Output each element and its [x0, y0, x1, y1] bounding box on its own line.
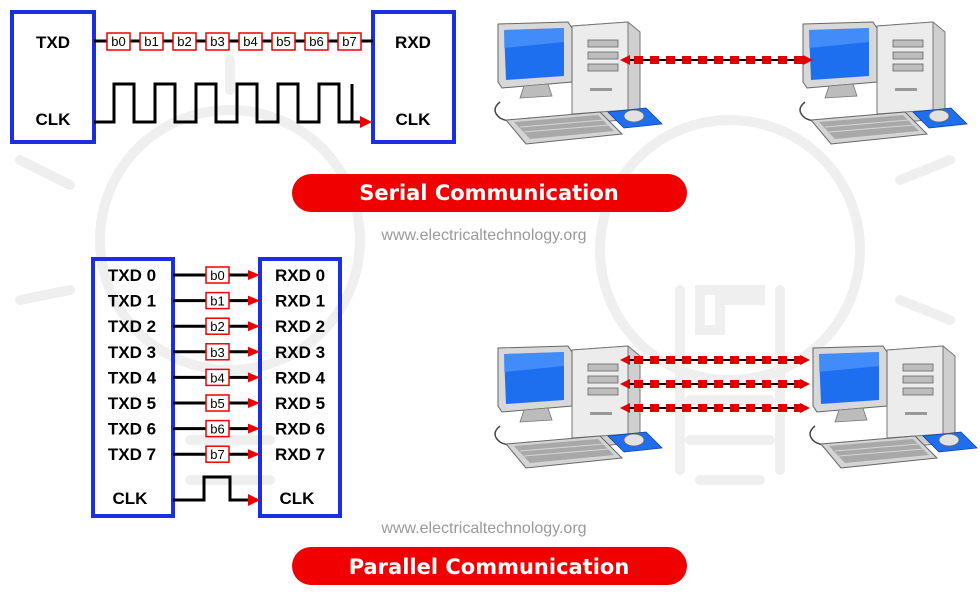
parallel-line-arrow: [248, 398, 260, 408]
serial-rx-box: [371, 10, 456, 144]
parallel-rx-label: RXD 0: [275, 266, 325, 285]
parallel-link-line: [620, 403, 810, 413]
serial-sender-computer-icon: [494, 21, 663, 145]
parallel-tx-label: TXD 0: [108, 266, 156, 285]
parallel-rx-box: [258, 257, 342, 518]
parallel-line-arrow: [248, 321, 260, 332]
parallel-line-arrow: [248, 423, 260, 434]
parallel-tx-label: TXD 6: [108, 420, 156, 439]
serial-bit-box: [139, 32, 164, 51]
parallel-tx-label: TXD 1: [108, 292, 156, 311]
parallel-rx-label: RXD 1: [275, 292, 325, 311]
serial-bit-box: [172, 32, 197, 51]
parallel-title-banner: [292, 547, 687, 585]
parallel-rx-label: RXD 7: [275, 445, 325, 464]
serial-title-banner: [292, 174, 687, 212]
parallel-rx-label: RXD 2: [275, 317, 325, 336]
parallel-bit-box: [205, 368, 230, 387]
serial-bit-label: b4: [243, 34, 257, 49]
serial-bit-box: [106, 32, 131, 51]
link-arrow-right: [800, 403, 810, 413]
parallel-link-line: [620, 379, 810, 389]
link-arrow-left: [620, 403, 630, 413]
parallel-bit-box: [205, 291, 230, 310]
parallel-bit-label: b6: [210, 422, 224, 437]
lightbulb-watermark-icon: [15, 55, 955, 485]
parallel-tx-label: TXD 2: [108, 317, 156, 336]
serial-bit-label: b0: [111, 34, 125, 49]
serial-bit-label: b6: [309, 34, 323, 49]
parallel-link-line: [620, 355, 810, 365]
parallel-bit-box: [205, 419, 230, 438]
parallel-tx-label: TXD 3: [108, 343, 156, 362]
parallel-title: Parallel Communication: [349, 555, 630, 579]
watermark-bottom: www.electricaltechnology.org: [380, 520, 586, 537]
parallel-bit-label: b5: [210, 396, 224, 411]
serial-bit-label: b2: [177, 34, 191, 49]
parallel-line-arrow: [248, 270, 260, 280]
parallel-rx-label: RXD 6: [275, 420, 325, 439]
serial-bit-label: b3: [210, 34, 224, 49]
link-arrow-left: [620, 55, 630, 65]
parallel-receiver-computer-icon: [809, 345, 978, 469]
serial-clock-waveform: [94, 82, 366, 124]
parallel-bit-box: [205, 317, 230, 335]
serial-rx-clk-label: CLK: [396, 110, 432, 129]
parallel-tx-label: TXD 4: [108, 368, 157, 387]
parallel-line-arrow: [248, 346, 260, 357]
parallel-bit-label: b1: [210, 294, 224, 309]
serial-txd-label: TXD: [36, 33, 70, 52]
link-arrow-right: [803, 55, 813, 65]
parallel-bit-label: b4: [210, 370, 224, 385]
serial-rxd-label: RXD: [395, 33, 431, 52]
serial-link: [620, 55, 813, 65]
parallel-rx-label: RXD 5: [275, 394, 325, 413]
parallel-rx-label: RXD 4: [275, 368, 326, 387]
parallel-tx-label: TXD 7: [108, 445, 156, 464]
serial-bit-box: [238, 32, 263, 51]
watermark-top: www.electricaltechnology.org: [380, 227, 586, 244]
link-arrow-right: [800, 379, 810, 389]
parallel-bit-label: b2: [210, 319, 224, 334]
serial-clock-arrow: [360, 116, 372, 128]
parallel-tx-box: [91, 257, 175, 518]
link-arrow-right: [800, 355, 810, 365]
serial-bit-box: [271, 32, 296, 51]
serial-bit-box: [205, 32, 230, 51]
serial-bit-label: b1: [144, 34, 158, 49]
serial-tx-clk-label: CLK: [36, 110, 72, 129]
serial-bit-label: b5: [276, 34, 290, 49]
serial-bit-box: [337, 32, 362, 51]
serial-tx-box: [10, 10, 96, 144]
parallel-rx-clk-label: CLK: [280, 489, 316, 508]
serial-receiver-computer-icon: [799, 21, 968, 145]
parallel-bit-box: [205, 266, 230, 284]
serial-bit-label: b7: [342, 34, 356, 49]
parallel-bit-label: b7: [210, 447, 224, 462]
parallel-bit-box: [205, 394, 230, 412]
parallel-tx-clk-label: CLK: [113, 489, 149, 508]
serial-bit-box: [304, 32, 329, 51]
link-arrow-left: [620, 379, 630, 389]
serial-title: Serial Communication: [359, 181, 619, 205]
parallel-line-arrow: [248, 449, 260, 460]
parallel-links: [620, 355, 810, 413]
parallel-bit-box: [205, 445, 230, 463]
link-arrow-left: [620, 355, 630, 365]
parallel-clock-pulse: [173, 475, 252, 502]
parallel-line-arrow: [248, 295, 260, 306]
parallel-bit-label: b0: [210, 268, 224, 283]
parallel-bit-label: b3: [210, 345, 224, 360]
serial-link-line: [620, 55, 813, 65]
serial-section: TXD CLK RXD CLK b0 b1 b2 b3 b4 b5 b6 b7 Serial …: [10, 10, 968, 244]
parallel-rx-label: RXD 3: [275, 343, 325, 362]
parallel-bit-box: [205, 343, 230, 361]
parallel-clock-arrow: [248, 494, 260, 506]
parallel-line-arrow: [248, 372, 260, 383]
parallel-tx-label: TXD 5: [108, 394, 156, 413]
